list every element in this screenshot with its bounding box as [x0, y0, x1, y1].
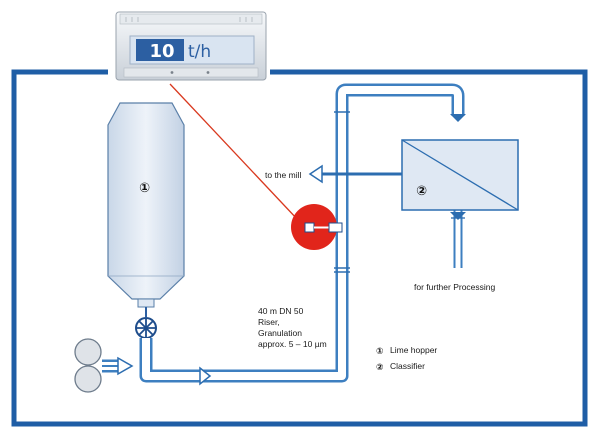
riser-label-line-4: approx. 5 – 10 µm — [258, 339, 327, 349]
classifier-marker: ② — [416, 184, 427, 199]
flow-sensor — [291, 204, 343, 250]
frame-border — [11, 69, 588, 427]
riser-label-line-1: 40 m DN 50 — [258, 306, 304, 316]
air-flow-arrow — [117, 356, 134, 376]
riser-label-line-3: Granulation — [258, 328, 302, 338]
riser-label-line-2: Riser, — [258, 317, 280, 327]
legend-marker-2: ② — [376, 363, 384, 373]
to-mill-label: to the mill — [265, 170, 301, 180]
signal-line — [169, 83, 299, 221]
pipe-flow-arrow — [199, 366, 212, 386]
flow-display-device: 10 t/h — [115, 11, 267, 81]
classifier — [401, 114, 519, 220]
legend-text-1: Lime hopper — [390, 345, 437, 355]
further-processing-label: for further Processing — [414, 282, 496, 292]
display-value-box — [136, 39, 184, 61]
hopper-marker: ① — [139, 181, 150, 196]
legend-text-2: Classifier — [390, 361, 425, 371]
lime-hopper — [107, 102, 185, 308]
legend-marker-1: ① — [376, 347, 384, 357]
mill-outlet-arrow — [308, 164, 323, 184]
legend: ① Lime hopper ② Classifier — [376, 345, 437, 373]
display-value: 10 — [149, 41, 174, 62]
display-unit: t/h — [188, 42, 211, 62]
rotary-valve — [135, 307, 157, 339]
blower — [74, 338, 102, 393]
